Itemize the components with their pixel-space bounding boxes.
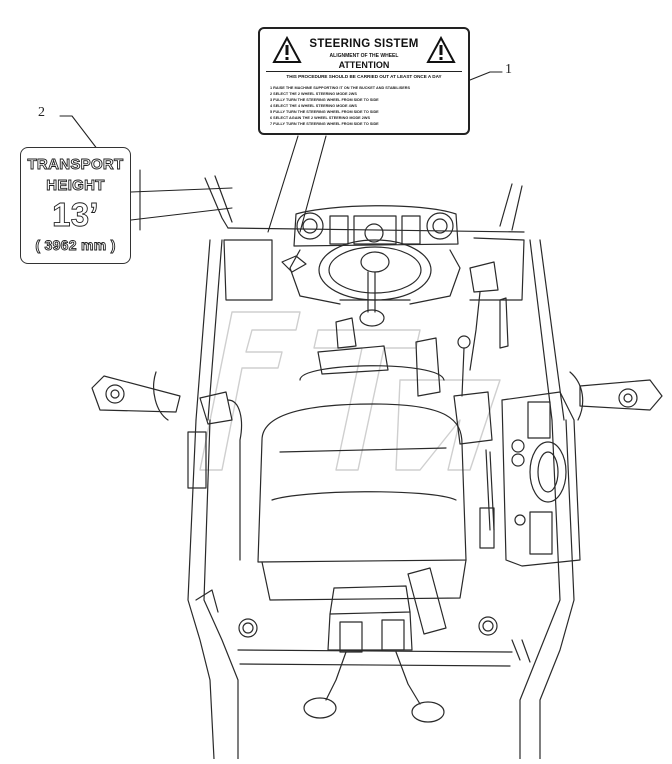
decal-steps: 1 RAISE THE MACHINE SUPPORTING IT ON THE… [270,85,462,127]
warning-triangle-icon [426,36,456,63]
decal-step: 6 SELECT AGAIN THE 2 WHEEL STEERING MODE… [270,116,370,120]
side-handles [195,589,531,663]
height-mm: ( 3962 mm ) [35,237,116,254]
door-strut [479,449,495,549]
decal-title: STEERING SISTEM [309,38,419,50]
decal-attention: ATTENTION [338,60,390,70]
lower-controls [303,585,445,723]
transport-height-decal: TRANSPORT HEIGHT 13’ ( 3962 mm ) [20,147,131,264]
height-feet: 13’ [52,196,99,234]
decal-step: 5 FULLY TURN THE STEERING WHEEL FROM SID… [270,110,379,114]
right-console [501,391,581,567]
decal-divider [266,71,462,72]
leader-lines [59,71,503,233]
operator-seat [187,365,467,601]
corner-lights [238,616,498,638]
cab-frame [187,175,575,760]
callout-2: 2 [38,105,45,120]
warning-triangle-icon [272,36,302,63]
right-levers [453,261,509,445]
pedals [317,317,441,397]
steering-wheel [281,239,432,327]
dashboard [289,205,461,305]
decal-step: 2 SELECT THE 2 WHEEL STEERING MODE 2WS [270,92,357,96]
decal-intro: THIS PROCEDURE SHOULD BE CARRIED OUT AT … [286,74,442,79]
cab-side-brackets [91,371,663,421]
steering-warning-decal: STEERING SISTEM ALIGNMENT OF THE WHEEL A… [258,27,470,135]
decal-step: 4 SELECT THE 4 WHEEL STEERING MODE 4WS [270,104,357,108]
decal-step: 7 FULLY TURN THE STEERING WHEEL FROM SID… [270,122,379,126]
height-label: HEIGHT [46,177,105,195]
decal-subtitle: ALIGNMENT OF THE WHEEL [329,53,399,59]
decal-step: 1 RAISE THE MACHINE SUPPORTING IT ON THE… [270,86,411,90]
callout-1: 1 [505,62,512,77]
decal-step: 3 FULLY TURN THE STEERING WHEEL FROM SID… [270,98,379,102]
transport-label: TRANSPORT [27,156,124,174]
floor-pedal [407,567,447,635]
watermark-logo [199,311,501,471]
